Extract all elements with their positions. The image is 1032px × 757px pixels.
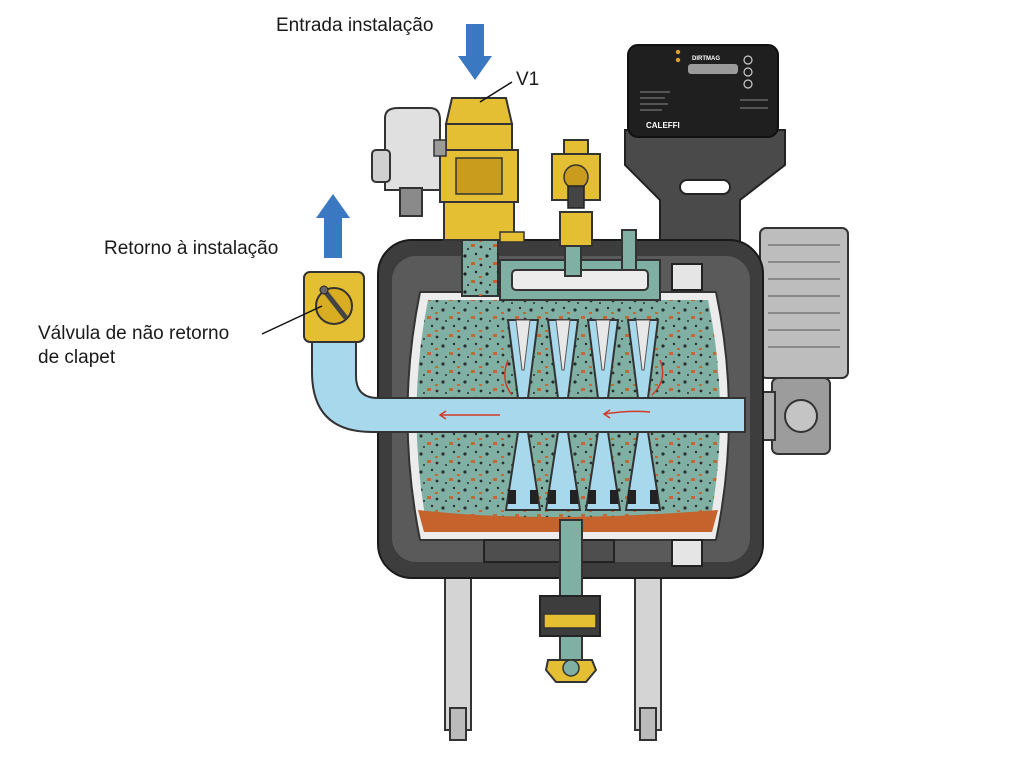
v1-valve: [439, 97, 525, 243]
drain-pipe: [539, 519, 601, 683]
valve-actuator: [371, 107, 447, 217]
magnet-rings: [508, 490, 658, 504]
inlet-pipe: [461, 235, 499, 297]
upper-fin-cores: [515, 319, 651, 371]
controller-box: DIRTMAG CALEFFI: [627, 44, 779, 138]
v1-leader-line: [479, 81, 513, 103]
return-arrow: [316, 194, 350, 258]
check-valve-label: Válvula de não retorno de clapet: [38, 322, 229, 370]
inlet-arrow: [458, 24, 492, 80]
return-label: Retorno à instalação: [104, 238, 279, 259]
flow-arrows: [438, 359, 664, 420]
check-valve: [303, 271, 365, 343]
caleffi-logo: CALEFFI: [646, 121, 680, 130]
top-manifold: [499, 229, 661, 301]
controller-model-text: DIRTMAG: [692, 56, 720, 62]
v1-label: V1: [516, 69, 540, 90]
vent-valve: [551, 139, 601, 247]
inlet-label: Entrada instalação: [276, 15, 434, 36]
check-valve-label-line1: Válvula de não retorno: [38, 323, 230, 344]
check-valve-label-line2: de clapet: [38, 347, 116, 368]
valve-leader-line: [261, 305, 323, 335]
